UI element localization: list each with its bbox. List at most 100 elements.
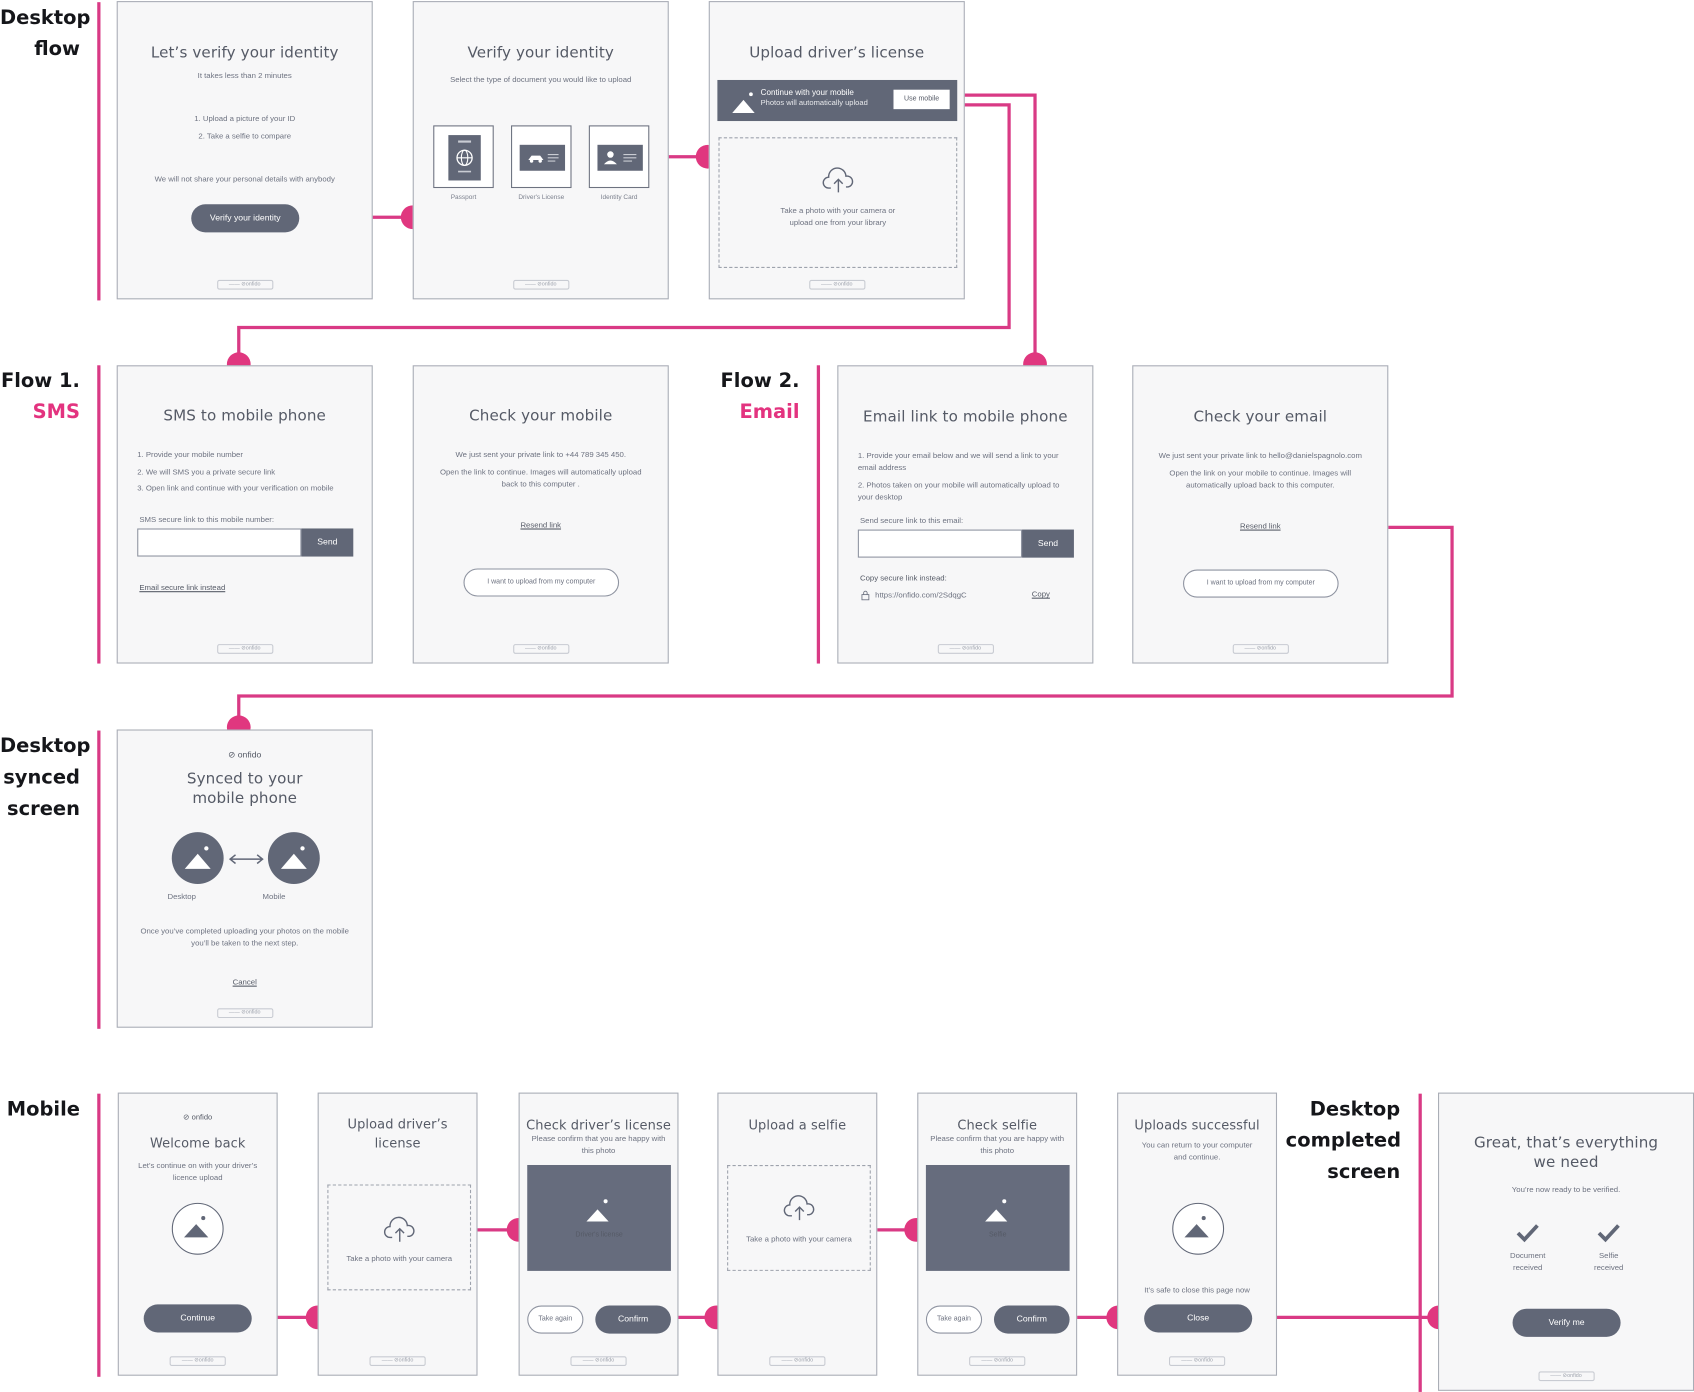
powered-by-badge: ⁠—— ⊘onfido: [512, 644, 569, 654]
email-instead-link[interactable]: Email secure link instead: [139, 582, 226, 593]
page-title: Upload driver’s license: [347, 1116, 448, 1151]
powered-by-badge: ⁠—— ⊘onfido: [570, 1356, 627, 1367]
card-sms: SMS to mobile phone 1. Provide your mobi…: [116, 365, 373, 664]
section-label-desktop-flow: Desktop flow: [0, 6, 91, 61]
powered-by-badge: ⁠—— ⊘onfido: [769, 1356, 826, 1367]
copy-link-button[interactable]: Copy: [1031, 588, 1050, 599]
identity-card-option[interactable]: [588, 125, 650, 189]
page-title: Uploads successful: [1134, 1117, 1260, 1133]
powered-by-badge: ⁠—— ⊘onfido: [369, 1356, 426, 1367]
step-text: 1. Provide your email below and we will …: [857, 450, 1059, 473]
drivers-license-option[interactable]: [511, 125, 572, 189]
section-label-flow2: Flow 2. Email: [720, 369, 800, 424]
step-text: 1. Provide your mobile number: [137, 449, 243, 460]
onfido-logo: ⊘ onfido: [228, 750, 262, 760]
resend-link[interactable]: Resend link: [1239, 520, 1281, 531]
card-email: Email link to mobile phone 1. Provide yo…: [837, 365, 1094, 664]
page-title: Check your mobile: [469, 407, 613, 425]
step-text: 2. We will SMS you a private secure link: [137, 466, 276, 477]
upload-dropzone[interactable]: Take a photo with your camera or upload …: [718, 137, 958, 269]
section-divider: [816, 365, 821, 664]
doc-label: Identity Card: [600, 194, 638, 202]
cloud-upload-icon: [783, 1195, 815, 1221]
selfie-photo: Selfie: [925, 1164, 1070, 1271]
upload-from-computer-button[interactable]: I want to upload from my computer: [463, 568, 620, 597]
powered-by-badge: ⁠—— ⊘onfido: [169, 1356, 226, 1367]
image-icon: [732, 92, 755, 113]
lock-icon: [861, 590, 870, 601]
close-button[interactable]: Close: [1144, 1304, 1253, 1333]
send-email-button[interactable]: Send: [1022, 529, 1074, 558]
car-icon: [519, 144, 566, 171]
copy-label: Copy secure link instead:: [859, 572, 947, 583]
page-title: Synced to your mobile phone: [186, 770, 303, 808]
upload-from-computer-button[interactable]: I want to upload from my computer: [1183, 569, 1339, 598]
card-verify-start: Let’s verify your identity It takes less…: [116, 1, 373, 300]
close-note: It’s safe to close this page now: [1144, 1284, 1250, 1295]
dropzone-text: Take a photo with your camera: [346, 1253, 453, 1264]
page-title: Upload a selfie: [748, 1117, 847, 1133]
take-again-button[interactable]: Take again: [527, 1305, 584, 1334]
card-m-upload-license: Upload driver’s license Take a photo wit…: [317, 1092, 478, 1376]
doc-label: Driver's License: [518, 194, 565, 202]
card-m-success: Uploads successful You can return to you…: [1117, 1092, 1278, 1376]
selfie-received-label: Selfie received: [1594, 1250, 1624, 1272]
upload-dropzone[interactable]: Take a photo with your camera: [327, 1184, 472, 1291]
input-label: SMS secure link to this mobile number:: [139, 514, 275, 525]
check-icon: [1597, 1224, 1620, 1243]
card-m-upload-selfie: Upload a selfie Take a photo with your c…: [717, 1092, 878, 1376]
take-again-button[interactable]: Take again: [925, 1305, 983, 1334]
page-title: Check driver’s license: [526, 1117, 671, 1133]
dropzone-text: Take a photo with your camera: [746, 1234, 852, 1244]
continue-mobile-banner: Continue with your mobile Photos will au…: [717, 79, 958, 122]
info-text: Please confirm that you are happy with t…: [531, 1133, 666, 1156]
info-text: Open the link to continue. Images will a…: [439, 466, 642, 489]
step-text: 2. Take a selfie to compare: [198, 130, 292, 141]
resend-link[interactable]: Resend link: [520, 519, 562, 530]
verify-identity-button[interactable]: Verify your identity: [191, 204, 300, 233]
confirm-button[interactable]: Confirm: [595, 1305, 671, 1334]
powered-by-badge: ⁠—— ⊘onfido: [512, 279, 569, 290]
page-title: Check selfie: [957, 1117, 1038, 1133]
cancel-link[interactable]: Cancel: [232, 976, 257, 987]
powered-by-badge: ⁠—— ⊘onfido: [216, 279, 273, 290]
sent-text: We just sent your private link to hello@…: [1158, 450, 1362, 461]
page-title: Let’s verify your identity: [150, 44, 339, 62]
passport-option[interactable]: [433, 125, 494, 189]
desktop-image-icon: [171, 832, 224, 885]
continue-button[interactable]: Continue: [143, 1304, 252, 1333]
send-sms-button[interactable]: Send: [301, 528, 354, 557]
input-label: Send secure link to this email:: [859, 515, 964, 526]
sent-text: We just sent your private link to +44 78…: [455, 449, 627, 460]
card-check-mobile: Check your mobile We just sent your priv…: [412, 365, 669, 664]
page-title: Great, that’s everything we need: [1473, 1134, 1659, 1172]
page-title: Welcome back: [149, 1135, 246, 1151]
desktop-label: Desktop: [167, 891, 196, 902]
image-icon: [586, 1199, 609, 1222]
mobile-number-input[interactable]: [137, 528, 302, 557]
section-divider: [1418, 1093, 1422, 1392]
section-label-desktop-synced: Desktop synced screen: [0, 734, 91, 821]
cloud-upload-icon: [822, 167, 854, 193]
use-mobile-button[interactable]: Use mobile: [893, 89, 950, 110]
dropzone-text: Take a photo with your camera or upload …: [780, 205, 896, 227]
page-title: SMS to mobile phone: [163, 407, 326, 425]
card-m-check-license: Check driver’s license Please confirm th…: [518, 1092, 679, 1376]
verify-me-button[interactable]: Verify me: [1512, 1308, 1621, 1337]
check-icon: ⊘: [228, 750, 236, 760]
email-input[interactable]: [857, 529, 1023, 558]
section-divider: [97, 1093, 101, 1377]
confirm-button[interactable]: Confirm: [993, 1305, 1070, 1334]
card-m-check-selfie: Check selfie Please confirm that you are…: [917, 1092, 1078, 1376]
info-text: You can return to your computer and cont…: [1141, 1140, 1253, 1162]
subtitle: Select the type of document you would li…: [450, 74, 632, 85]
passport-icon: [448, 135, 481, 181]
check-icon: ⊘: [183, 1114, 190, 1122]
powered-by-badge: ⁠—— ⊘onfido: [808, 279, 865, 290]
step-text: 1. Upload a picture of your ID: [194, 113, 296, 124]
powered-by-badge: ⁠—— ⊘onfido: [1168, 1356, 1226, 1367]
upload-dropzone[interactable]: Take a photo with your camera: [727, 1164, 871, 1271]
banner-title: Continue with your mobile: [760, 87, 854, 98]
info-text: Once you’ve completed uploading your pho…: [140, 926, 349, 948]
powered-by-badge: ⁠—— ⊘onfido: [216, 1008, 273, 1019]
